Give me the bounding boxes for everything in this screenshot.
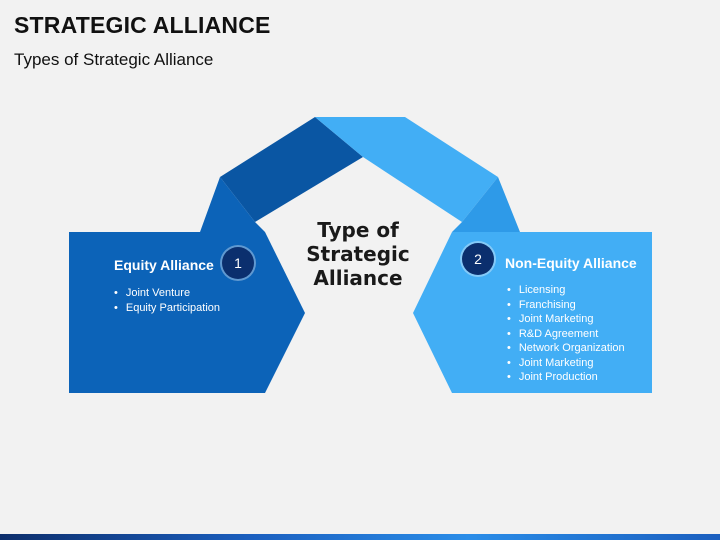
list-item: Joint Production [507,370,625,385]
center-line-3: Alliance [313,266,403,290]
left-connector [200,177,265,232]
non-equity-alliance-list: Licensing Franchising Joint Marketing R&… [507,283,625,385]
list-item: Joint Venture [114,286,220,301]
list-item: Licensing [507,283,625,298]
list-item: Equity Participation [114,301,220,316]
left-arch-segment [220,117,363,222]
page-subtitle: Types of Strategic Alliance [14,50,214,69]
number-badge-2: 2 [462,243,494,275]
list-item: Network Organization [507,341,625,356]
list-item: R&D Agreement [507,327,625,342]
list-item: Joint Marketing [507,312,625,327]
bottom-accent-bar [0,534,720,540]
non-equity-alliance-heading: Non-Equity Alliance [505,255,637,271]
list-item: Joint Marketing [507,356,625,371]
equity-alliance-list: Joint Venture Equity Participation [114,286,220,315]
list-item: Franchising [507,298,625,313]
center-label: Type of Strategic Alliance [288,218,428,290]
right-connector [452,177,520,232]
center-line-1: Type of [317,218,399,242]
number-badge-1: 1 [222,247,254,279]
center-line-2: Strategic [306,242,410,266]
page-title: STRATEGIC ALLIANCE [14,12,271,38]
equity-alliance-heading: Equity Alliance [114,257,214,273]
right-arch-segment [315,117,498,222]
